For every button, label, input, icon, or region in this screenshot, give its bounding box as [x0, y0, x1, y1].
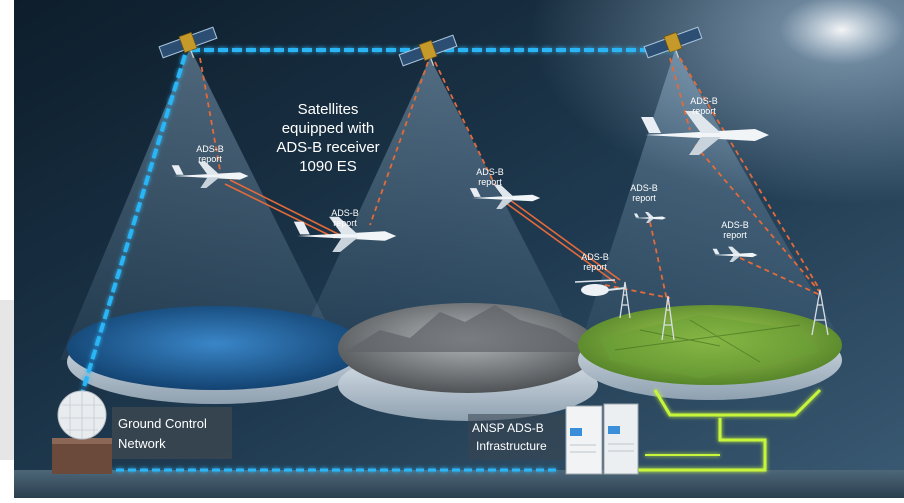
- coverage-beam-2: [300, 58, 575, 340]
- report-label: ADS-B: [581, 252, 609, 262]
- water-disc: [67, 306, 363, 404]
- ads-b-report-links: [199, 57, 821, 306]
- coverage-beam-3: [585, 50, 835, 330]
- ground-label-line: Network: [118, 436, 166, 451]
- radar-tower-icon: [661, 295, 675, 341]
- caption-line: ADS-B receiver: [276, 139, 379, 156]
- report-label: ADS-B: [476, 167, 504, 177]
- coverage-beam-1: [60, 48, 345, 360]
- fields-disc: [578, 305, 842, 400]
- server-icon: [565, 405, 603, 475]
- caption-line: 1090 ES: [299, 158, 357, 175]
- report-label: report: [583, 262, 607, 272]
- ansp-label-line: Infrastructure: [476, 439, 547, 453]
- ansp-label: ANSP ADS-B Infrastructure: [472, 421, 547, 453]
- report-label: report: [478, 177, 502, 187]
- radar-tower-icon: [811, 289, 829, 336]
- report-label: report: [692, 106, 716, 116]
- helicopter-icon: [574, 279, 626, 296]
- main-caption: Satellites equipped with ADS-B receiver …: [276, 101, 379, 175]
- ground-control-label: Ground Control Network: [118, 416, 207, 451]
- report-label: report: [723, 230, 747, 240]
- radome-icon: [52, 390, 112, 474]
- ads-b-solid-links: [224, 179, 621, 284]
- server-icon: [603, 403, 639, 475]
- floor: [14, 470, 904, 498]
- ansp-label-line: ANSP ADS-B: [472, 421, 544, 435]
- report-label: ADS-B: [196, 144, 224, 154]
- caption-line: equipped with: [282, 120, 375, 137]
- mountain-disc: [338, 303, 598, 421]
- report-label: ADS-B: [721, 220, 749, 230]
- report-label: report: [198, 154, 222, 164]
- ground-label-line: Ground Control: [118, 416, 207, 431]
- ansp-label-box: [468, 414, 564, 460]
- report-label: ADS-B: [690, 96, 718, 106]
- left-edge-strip: [0, 300, 14, 460]
- satellite-links: [78, 48, 675, 472]
- ground-label-box: [112, 407, 232, 459]
- report-label: ADS-B: [630, 183, 658, 193]
- report-label: report: [333, 218, 357, 228]
- radar-tower-icon: [619, 281, 631, 319]
- caption-line: Satellites: [298, 101, 359, 118]
- report-label: report: [632, 193, 656, 203]
- report-label: ADS-B: [331, 208, 359, 218]
- ground-fiber-link: [635, 388, 822, 472]
- report-labels: ADS-B report ADS-B report ADS-B report A…: [196, 96, 749, 272]
